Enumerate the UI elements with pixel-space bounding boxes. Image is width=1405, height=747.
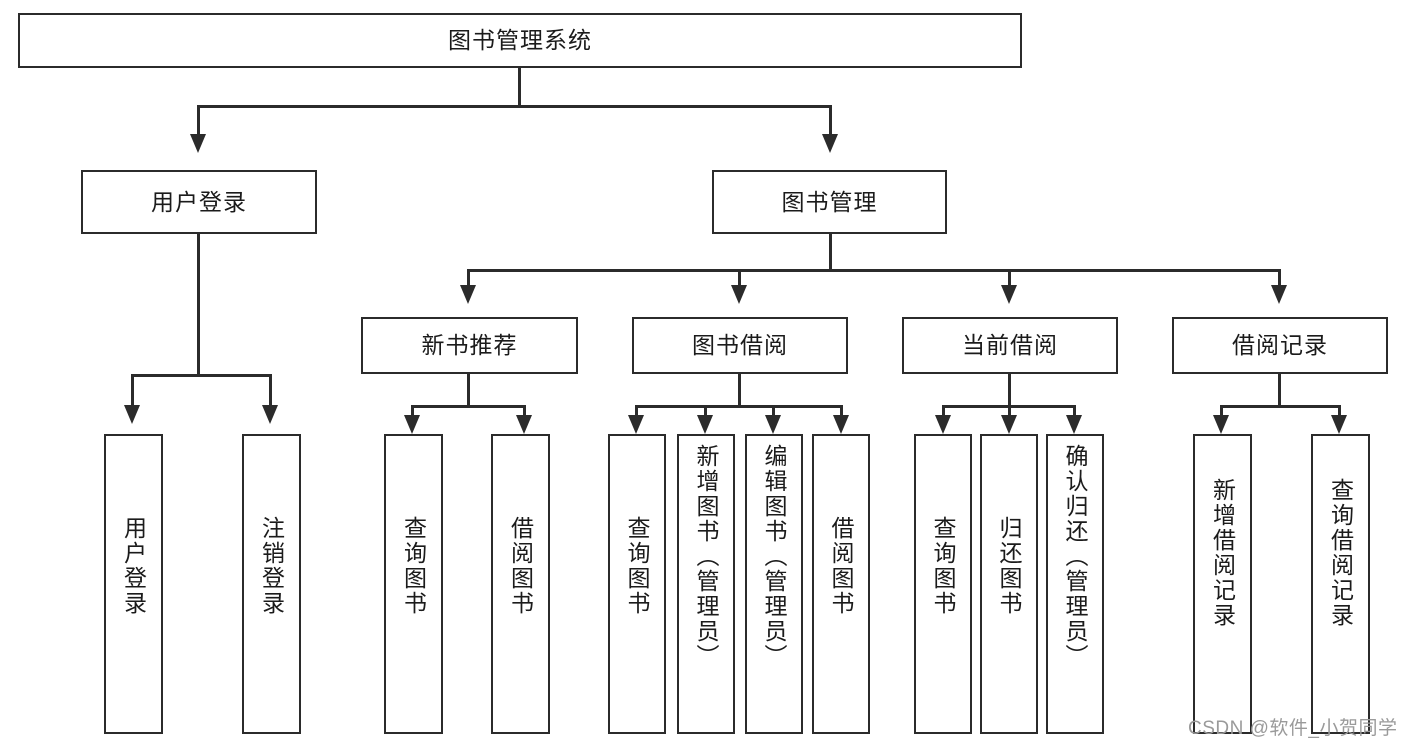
arrowhead-current-borrow-leaf-3 <box>1066 415 1082 434</box>
arrowhead-borrow-record-leaf-2 <box>1331 415 1347 434</box>
connector-book-mgmt-drop-3 <box>1008 269 1011 286</box>
connector-current-borrow-drop-2 <box>1008 405 1011 417</box>
connector-book-mgmt-bus <box>467 269 1281 272</box>
node-label: 确认归还（管理员） <box>1062 444 1089 669</box>
node-book-borrowing[interactable]: 图书借阅 <box>632 317 848 374</box>
arrowhead-new-book-rec-leaf-1 <box>404 415 420 434</box>
leaf-add-book-admin[interactable]: 新增图书（管理员） <box>677 434 735 734</box>
leaf-confirm-return-admin[interactable]: 确认归还（管理员） <box>1046 434 1104 734</box>
connector-user-login-drop-2 <box>269 374 272 406</box>
arrowhead-book-borrow-leaf-2 <box>697 415 713 434</box>
connector-current-borrow-stem <box>1008 373 1011 407</box>
connector-book-mgmt-drop-1 <box>467 269 470 286</box>
arrowhead-book-mgmt-to-book-borrow <box>731 285 747 304</box>
node-label: 借阅记录 <box>1232 332 1328 359</box>
node-label: 当前借阅 <box>962 332 1058 359</box>
node-label: 图书管理 <box>781 188 878 215</box>
node-label: 借阅图书 <box>507 516 534 616</box>
connector-book-borrow-drop-1 <box>635 405 638 417</box>
node-new-book-recommendation[interactable]: 新书推荐 <box>361 317 578 374</box>
connector-current-borrow-drop-3 <box>1073 405 1076 417</box>
connector-new-book-rec-bus <box>411 405 525 408</box>
connector-user-login-drop-1 <box>131 374 134 406</box>
connector-user-login-stem <box>197 233 200 375</box>
connector-user-login-bus <box>131 374 271 377</box>
arrowhead-current-borrow-leaf-1 <box>935 415 951 434</box>
node-label: 借阅图书 <box>828 516 855 616</box>
leaf-borrow-book-recommendation[interactable]: 借阅图书 <box>491 434 550 734</box>
leaf-edit-book-admin[interactable]: 编辑图书（管理员） <box>745 434 803 734</box>
node-user-login[interactable]: 用户登录 <box>81 170 317 234</box>
arrowhead-new-book-rec-leaf-2 <box>516 415 532 434</box>
node-label: 查询借阅记录 <box>1327 478 1354 628</box>
node-label: 图书借阅 <box>692 332 788 359</box>
connector-book-borrow-bus <box>635 405 843 408</box>
leaf-return-book[interactable]: 归还图书 <box>980 434 1038 734</box>
connector-book-mgmt-stem <box>829 233 832 271</box>
node-label: 归还图书 <box>996 516 1023 616</box>
arrowhead-user-login-leaf-2 <box>262 405 278 424</box>
leaf-query-book-current[interactable]: 查询图书 <box>914 434 972 734</box>
node-label: 新增借阅记录 <box>1209 478 1236 628</box>
arrowhead-book-borrow-leaf-1 <box>628 415 644 434</box>
node-label: 编辑图书（管理员） <box>761 444 788 669</box>
connector-new-book-rec-drop-2 <box>523 405 526 417</box>
node-label: 图书管理系统 <box>448 27 592 54</box>
arrowhead-book-mgmt-to-borrow-record <box>1271 285 1287 304</box>
leaf-logout[interactable]: 注销登录 <box>242 434 301 734</box>
connector-borrow-record-drop-1 <box>1220 405 1223 417</box>
connector-book-borrow-drop-2 <box>704 405 707 417</box>
node-label: 查询图书 <box>930 516 957 616</box>
arrowhead-book-mgmt-to-new-book-rec <box>460 285 476 304</box>
connector-borrow-record-bus <box>1220 405 1341 408</box>
node-label: 查询图书 <box>624 516 651 616</box>
arrowhead-user-login-leaf-1 <box>124 405 140 424</box>
node-root-library-management-system[interactable]: 图书管理系统 <box>18 13 1022 68</box>
node-label: 注销登录 <box>258 516 285 616</box>
connector-new-book-rec-stem <box>467 373 470 407</box>
connector-new-book-rec-drop-1 <box>411 405 414 417</box>
node-label: 新书推荐 <box>421 332 518 359</box>
connector-root-to-user-login-drop <box>197 105 200 135</box>
connector-borrow-record-stem <box>1278 373 1281 407</box>
node-book-management[interactable]: 图书管理 <box>712 170 947 234</box>
node-label: 新增图书（管理员） <box>693 444 720 669</box>
leaf-query-book-borrowing[interactable]: 查询图书 <box>608 434 666 734</box>
node-label: 用户登录 <box>120 516 147 616</box>
connector-book-borrow-drop-4 <box>840 405 843 417</box>
leaf-query-borrowing-record[interactable]: 查询借阅记录 <box>1311 434 1370 734</box>
connector-book-mgmt-drop-2 <box>738 269 741 286</box>
connector-book-mgmt-drop-4 <box>1278 269 1281 286</box>
node-label: 查询图书 <box>400 516 427 616</box>
arrowhead-root-to-book-mgmt <box>822 134 838 153</box>
leaf-user-login[interactable]: 用户登录 <box>104 434 163 734</box>
arrowhead-book-mgmt-to-current-borrow <box>1001 285 1017 304</box>
connector-root-to-book-mgmt-drop <box>829 105 832 135</box>
connector-root-stem <box>518 67 521 106</box>
connector-root-bus <box>197 105 831 108</box>
connector-borrow-record-drop-2 <box>1338 405 1341 417</box>
node-current-borrowing[interactable]: 当前借阅 <box>902 317 1118 374</box>
arrowhead-book-borrow-leaf-3 <box>765 415 781 434</box>
arrowhead-book-borrow-leaf-4 <box>833 415 849 434</box>
arrowhead-borrow-record-leaf-1 <box>1213 415 1229 434</box>
arrowhead-root-to-user-login <box>190 134 206 153</box>
arrowhead-current-borrow-leaf-2 <box>1001 415 1017 434</box>
node-borrowing-record[interactable]: 借阅记录 <box>1172 317 1388 374</box>
leaf-query-book-recommendation[interactable]: 查询图书 <box>384 434 443 734</box>
connector-current-borrow-drop-1 <box>942 405 945 417</box>
connector-book-borrow-stem <box>738 373 741 407</box>
leaf-add-borrowing-record[interactable]: 新增借阅记录 <box>1193 434 1252 734</box>
leaf-borrow-book-borrowing[interactable]: 借阅图书 <box>812 434 870 734</box>
node-label: 用户登录 <box>151 188 247 215</box>
connector-book-borrow-drop-3 <box>772 405 775 417</box>
